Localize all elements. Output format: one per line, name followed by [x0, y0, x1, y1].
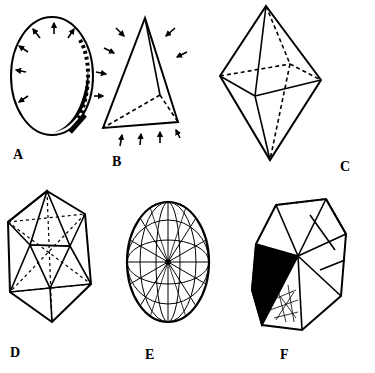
crystal-figure: [252, 199, 346, 330]
tetrahedron-figure: [94, 18, 187, 146]
icosahedron-figure: [8, 191, 91, 322]
figure-letter: E: [145, 348, 154, 362]
figure-letter: B: [112, 155, 121, 169]
figure-letter: C: [340, 160, 350, 174]
figure-letter: F: [280, 348, 289, 362]
octahedron-figure: [220, 6, 321, 160]
figure-letter: D: [10, 346, 20, 360]
figure-letter: A: [13, 148, 23, 162]
ellipsoid-figure: [11, 17, 93, 135]
geodesic-sphere-figure: [127, 202, 209, 322]
